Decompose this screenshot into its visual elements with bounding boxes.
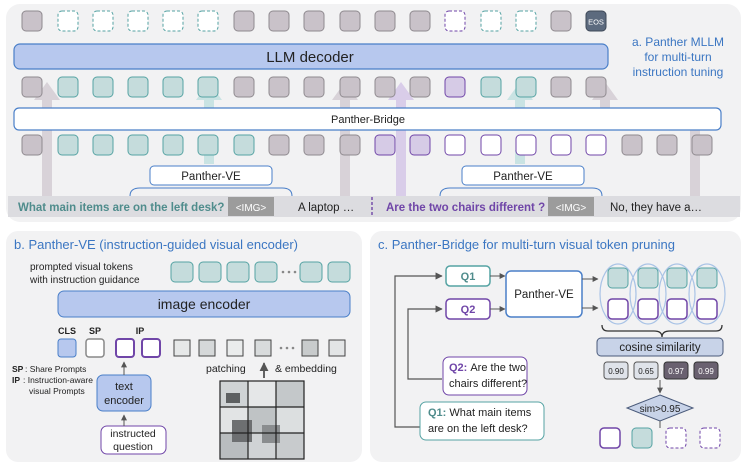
q1-question-line1: Q1:What main items — [428, 407, 532, 419]
panther-ve-box — [505, 270, 583, 318]
ip-label: IP — [136, 326, 145, 336]
question-line2: question — [113, 441, 153, 453]
question-line1: instructed — [110, 428, 156, 440]
q1-question-line2: are on the left desk? — [428, 423, 528, 435]
ip-token-2 — [141, 338, 161, 358]
img-token-1-label: <IMG> — [236, 203, 267, 214]
q1-token-label: Q1 — [461, 271, 476, 283]
panther-bridge-bar — [13, 107, 722, 131]
panther-ve-left-label: Panther-VE — [181, 171, 241, 183]
answer-2: No, they have a… — [610, 202, 702, 214]
q2-token-label: Q2 — [461, 304, 476, 316]
sp-token — [85, 338, 105, 358]
panel-c-title: c. Panther-Bridge for multi-turn visual … — [378, 237, 675, 252]
question-2: Are the two chairs different ? — [386, 202, 545, 214]
cosine-similarity-box — [596, 337, 724, 357]
panel-a-title-line1: a. Panther MLLM — [632, 35, 724, 49]
prompted-tokens-line2: with instruction guidance — [29, 275, 140, 286]
llm-decoder-bar — [13, 43, 609, 70]
llm-decoder-label: LLM decoder — [266, 49, 354, 66]
image-encoder-bar — [57, 290, 351, 318]
legend-ip-text: : Instruction-aware — [23, 375, 93, 385]
q2-question-line2: chairs different? — [449, 378, 527, 390]
text-encoder-line1: text — [115, 381, 133, 393]
prompted-tokens-line1: prompted visual tokens — [30, 262, 133, 273]
eos-label: EOS — [588, 18, 604, 27]
q2-text1: Are the two — [470, 362, 526, 374]
source-image — [219, 380, 305, 460]
q2-question-line1: Q2:Are the two — [449, 362, 526, 374]
sim-score-3: 0.97 — [668, 367, 684, 376]
panther-ve-right-label: Panther-VE — [493, 171, 553, 183]
cls-label: CLS — [58, 326, 76, 336]
decoder-input-token-row — [21, 76, 607, 98]
legend-ip-key: IP — [12, 375, 20, 385]
panel-c-feedback-lines — [394, 272, 443, 428]
eos-token — [585, 10, 607, 32]
legend-sp-key: SP — [12, 364, 24, 374]
q1-key: Q1: — [428, 407, 446, 419]
instructed-question-box — [100, 425, 167, 455]
img-token-2-label: <IMG> — [556, 203, 587, 214]
panther-ve-box-right — [461, 165, 585, 186]
sim-score-4: 0.99 — [698, 367, 714, 376]
condition-label: sim>0.95 — [640, 404, 681, 415]
cls-token — [57, 338, 77, 358]
image-encoder-label: image encoder — [158, 296, 251, 312]
q2-question-box — [442, 356, 528, 396]
ve-right-bracket — [439, 187, 603, 197]
similarity-scores — [603, 361, 719, 380]
legend-sp-text: : Share Prompts — [25, 364, 86, 374]
prompted-visual-token-row — [170, 261, 351, 283]
image-patch-thumbnails — [173, 339, 346, 357]
panther-bridge-label: Panther-Bridge — [331, 114, 405, 126]
img-token-2 — [548, 197, 594, 216]
token-brace — [601, 324, 723, 338]
panel-c-token-grid — [599, 263, 726, 325]
panther-ve-box-label: Panther-VE — [514, 289, 574, 301]
img-token-1 — [228, 197, 274, 216]
sim-score-1: 0.90 — [608, 367, 624, 376]
output-token-row: EOS — [21, 10, 607, 32]
panel-b-title: b. Panther-VE (instruction-guided visual… — [14, 237, 298, 252]
q2-key: Q2: — [449, 362, 467, 374]
q1-question-box — [419, 401, 545, 441]
embedding-label: & embedding — [275, 363, 337, 375]
panel-a-title-line2: for multi-turn — [644, 50, 711, 64]
q1-text1: What main items — [449, 407, 531, 419]
sp-label: SP — [89, 326, 101, 336]
text-encoder-line2: encoder — [104, 395, 144, 407]
pruned-output-token-row — [599, 427, 721, 449]
panel-a-title-line3: instruction tuning — [633, 65, 724, 79]
ip-token-1 — [115, 338, 135, 358]
visual-token-row — [21, 134, 713, 156]
question-1: What main items are on the left desk? — [18, 202, 224, 214]
legend-ip-text2: visual Prompts — [29, 386, 85, 396]
ve-left-bracket — [129, 187, 293, 197]
patching-label: patching — [206, 363, 246, 375]
answer-1: A laptop … — [298, 202, 354, 214]
panther-ve-box-left — [149, 165, 273, 186]
cosine-similarity-label: cosine similarity — [619, 342, 700, 354]
sim-score-2: 0.65 — [638, 367, 654, 376]
